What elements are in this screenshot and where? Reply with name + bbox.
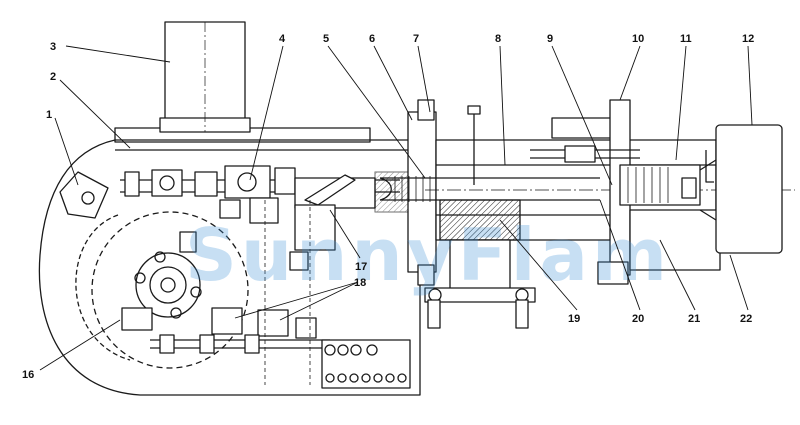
callout-17: 17 — [355, 261, 367, 273]
housing-outline — [38, 139, 421, 396]
callout-22: 22 — [740, 313, 752, 325]
diffuser — [629, 209, 721, 271]
callout-8: 8 — [495, 33, 501, 45]
pump-body — [135, 252, 201, 318]
flame-tube-end — [715, 124, 783, 254]
callout-11: 11 — [680, 33, 692, 45]
fan-wheel — [91, 211, 249, 369]
callout-20: 20 — [632, 313, 644, 325]
callout-3: 3 — [50, 41, 56, 53]
callout-4: 4 — [279, 33, 286, 45]
fan-casing — [75, 214, 131, 361]
callout-21: 21 — [688, 313, 700, 325]
callout-9: 9 — [547, 33, 553, 45]
callout-5: 5 — [323, 33, 329, 45]
watermark-text: SunnyFlam — [185, 213, 671, 297]
callout-19: 19 — [568, 313, 580, 325]
photocell — [59, 171, 109, 219]
callout-7: 7 — [413, 33, 419, 45]
terminal-strip — [321, 339, 411, 389]
sliding-flange — [449, 239, 511, 291]
callout-2: 2 — [50, 71, 56, 83]
solenoid-valve-2 — [257, 309, 289, 337]
callout-18: 18 — [354, 277, 366, 289]
callout-12: 12 — [742, 33, 754, 45]
callout-6: 6 — [369, 33, 375, 45]
solenoid-valve-1 — [211, 307, 243, 335]
callout-1: 1 — [46, 109, 52, 121]
callout-10: 10 — [632, 33, 644, 45]
callout-16: 16 — [22, 369, 34, 381]
